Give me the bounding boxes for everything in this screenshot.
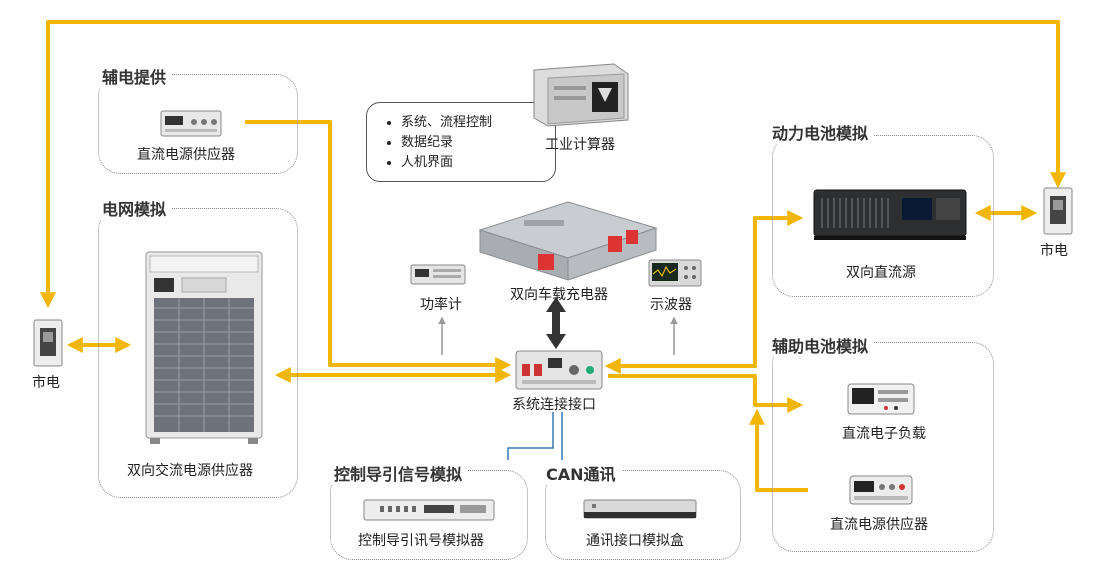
bidir-dc-label: 双向直流源 <box>846 265 916 281</box>
ipc-feature-item: 系统、流程控制 <box>401 113 555 133</box>
ipc-label: 工业计算器 <box>545 137 615 153</box>
ipc-feature-item: 人机界面 <box>401 153 555 173</box>
pilot-simulator-image <box>363 499 495 521</box>
mains-right-image <box>1043 187 1073 235</box>
dcpsu-interface-line <box>245 120 512 373</box>
interface-aux-line <box>608 374 804 413</box>
group-title-power-battery: 动力电池模拟 <box>766 120 875 144</box>
dc-psu-bottom-label: 直流电源供应器 <box>830 517 928 533</box>
group-title-aux-power: 辅电提供 <box>96 64 173 88</box>
mains-loop-line <box>40 20 1066 309</box>
comm-box-label: 通讯接口模拟盒 <box>586 533 684 549</box>
mains-right-label: 市电 <box>1040 243 1068 259</box>
sys-interface-label: 系统连接接口 <box>512 397 596 413</box>
pilot-signal-line <box>507 412 554 460</box>
dcpsu-aux-line <box>749 408 808 492</box>
group-title-grid-sim: 电网模拟 <box>96 196 173 220</box>
group-can <box>545 470 741 560</box>
group-aux-battery <box>772 342 994 552</box>
dc-load-label: 直流电子负载 <box>842 426 926 442</box>
group-aux-power <box>98 74 298 174</box>
dc-psu-top-image <box>160 110 222 137</box>
bidir-ac-image <box>145 251 263 444</box>
group-power-battery <box>772 135 994 297</box>
mains-left-label: 市电 <box>32 375 60 391</box>
obc-label: 双向车载充电器 <box>510 287 608 303</box>
pilot-simulator-label: 控制导引讯号模拟器 <box>358 533 484 549</box>
group-title-pilot-sim: 控制导引信号模拟 <box>328 461 469 485</box>
bidir-dc-image <box>813 189 967 240</box>
bidir-ac-label: 双向交流电源供应器 <box>127 463 253 479</box>
group-grid-sim <box>98 208 298 498</box>
interface-bidirdc-line <box>604 210 804 374</box>
ipc-feature-item: 数据纪录 <box>401 133 555 153</box>
obc-image <box>478 201 658 281</box>
dc-psu-top-label: 直流电源供应器 <box>137 147 235 163</box>
dc-load-image <box>847 383 915 415</box>
dc-psu-bottom-image <box>849 475 913 505</box>
ipc-image <box>533 63 629 127</box>
power-meter-label: 功率计 <box>420 297 462 313</box>
mains-left-image <box>33 319 63 367</box>
power-meter-image <box>410 264 466 285</box>
sys-interface-image <box>515 350 603 390</box>
ipc-feature-box: 系统、流程控制 数据纪录 人机界面 <box>366 102 556 182</box>
group-title-aux-battery: 辅助电池模拟 <box>766 333 875 357</box>
comm-box-image <box>583 499 697 519</box>
oscilloscope-label: 示波器 <box>650 297 692 313</box>
group-title-can: CAN通讯 <box>540 461 622 485</box>
oscilloscope-image <box>648 259 702 287</box>
obc-interface-arrow <box>546 297 566 349</box>
